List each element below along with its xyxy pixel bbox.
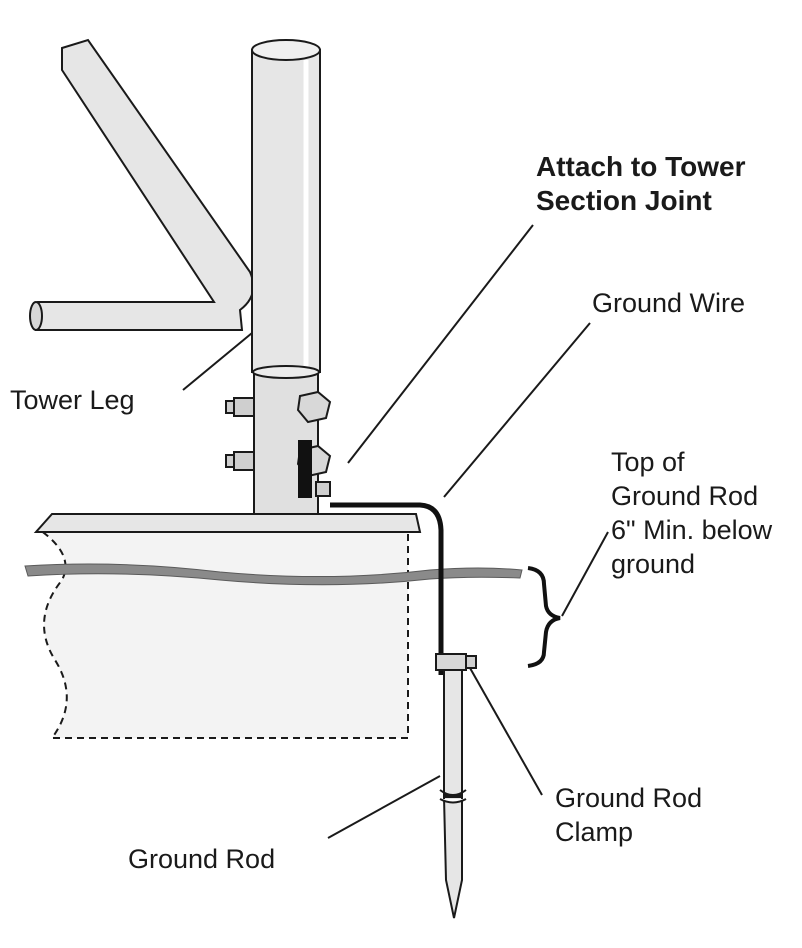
ground-level-band xyxy=(24,563,523,586)
attach-label-line-2: Section Joint xyxy=(536,185,712,216)
leader-lines xyxy=(182,224,609,839)
tower-leg-pipe xyxy=(251,39,321,373)
tower-leg-label: Tower Leg xyxy=(10,385,135,415)
depth-brace xyxy=(527,566,561,668)
ground-rod xyxy=(439,659,467,919)
ground-rod-clamp xyxy=(435,653,477,671)
attach-label-line-1: Attach to Tower xyxy=(536,151,746,182)
rod-clamp-line-2: Clamp xyxy=(555,817,634,847)
top-of-rod-line-2: Ground Rod xyxy=(611,481,759,511)
ground-wire-label: Ground Wire xyxy=(592,288,746,318)
top-of-rod-line-4: ground xyxy=(611,549,696,579)
rod-clamp-line-1: Ground Rod xyxy=(555,783,703,813)
top-of-rod-line-3: 6" Min. below xyxy=(611,515,773,545)
rod-clamp-label: Ground Rod Clamp xyxy=(555,781,702,849)
concrete-foundation xyxy=(36,529,409,739)
tower-ground-clamp xyxy=(298,440,331,498)
diagonal-brace xyxy=(29,38,255,331)
top-of-rod-label: Top of Ground Rod 6" Min. below ground xyxy=(611,445,772,581)
ground-wire xyxy=(330,502,444,675)
attach-label: Attach to Tower Section Joint xyxy=(536,150,745,218)
ground-rod-label: Ground Rod xyxy=(128,844,276,874)
top-of-rod-line-1: Top of xyxy=(611,447,685,477)
base-plate xyxy=(33,513,422,533)
